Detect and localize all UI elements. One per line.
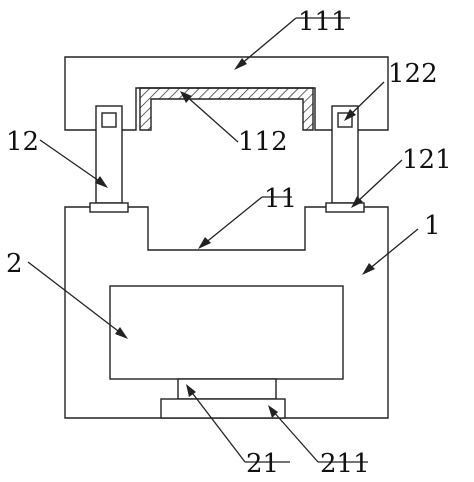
label-1: 1 <box>424 211 441 241</box>
bottom-connector <box>177 378 277 400</box>
hatched-strip <box>139 87 314 131</box>
leader-122 <box>347 81 385 118</box>
leader-2 <box>27 261 123 335</box>
leader-121 <box>355 159 403 204</box>
top-cover-plate <box>64 56 389 131</box>
label-121: 121 <box>402 145 452 175</box>
inner-block <box>109 285 344 380</box>
label-111: 111 <box>298 7 348 37</box>
label-2: 2 <box>6 249 23 279</box>
arrow-211 <box>268 405 278 418</box>
leader-1 <box>367 228 419 271</box>
arrow-11 <box>198 237 211 249</box>
leader-111 <box>239 17 297 66</box>
label-112: 112 <box>238 127 288 157</box>
leader-211 <box>271 409 319 463</box>
label-122: 122 <box>388 59 438 89</box>
arrow-112 <box>180 91 192 103</box>
leader-11 <box>203 196 263 245</box>
leader-112 <box>184 94 239 143</box>
arrow-1 <box>362 263 375 275</box>
label-12: 12 <box>6 127 39 157</box>
arrow-111 <box>234 58 247 70</box>
arrow-2 <box>115 327 128 339</box>
left-small-square <box>101 112 117 128</box>
label-11: 11 <box>264 184 297 214</box>
left-base-pad <box>89 202 129 213</box>
label-21: 21 <box>246 449 279 479</box>
label-211: 211 <box>320 449 370 479</box>
bottom-foot <box>160 398 286 419</box>
arrow-12 <box>95 176 108 188</box>
leader-21 <box>189 389 246 463</box>
arrow-21 <box>186 384 196 397</box>
right-base-pad <box>325 202 365 213</box>
arrow-121 <box>351 196 363 208</box>
leader-12 <box>39 139 103 184</box>
arrow-122 <box>344 109 356 121</box>
